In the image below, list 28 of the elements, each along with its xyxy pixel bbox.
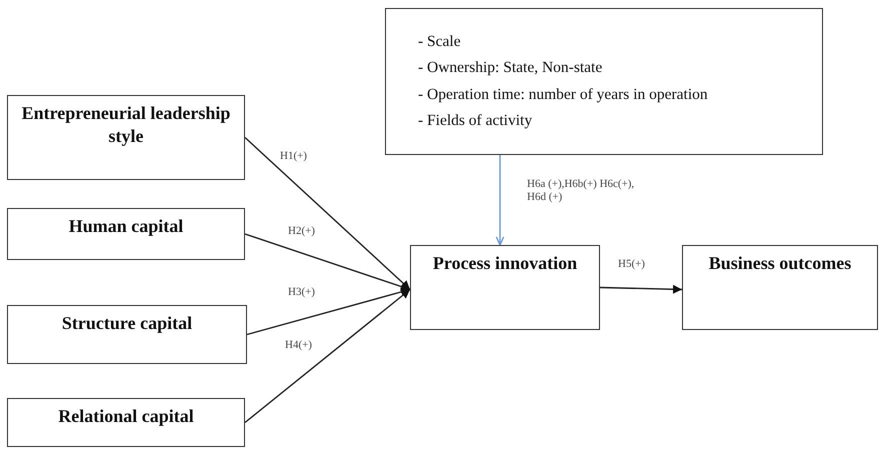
construct-box — [7, 95, 245, 180]
moderator-box — [385, 8, 823, 155]
construct-box — [682, 245, 878, 330]
construct-box — [7, 305, 247, 364]
edge-label: H5(+) — [618, 258, 645, 272]
box-label: Human capital — [68, 215, 184, 238]
box-label: Relational capital — [58, 405, 194, 428]
edge-label: H1(+) — [280, 150, 307, 164]
arrow — [244, 233, 410, 291]
arrow — [246, 288, 410, 336]
list-item: - Fields of activity — [418, 110, 532, 131]
arrow — [244, 288, 410, 424]
edge-label: H4(+) — [285, 339, 312, 352]
list-item: - Operation time: number of years in operation — [418, 84, 708, 104]
box-label: Business outcomes — [708, 252, 852, 275]
edge-label: H3(+) — [288, 286, 315, 300]
edge-label: H2(+) — [288, 225, 315, 238]
construct-box — [7, 398, 245, 447]
construct-box — [410, 245, 600, 330]
box-label: Structure capital — [62, 312, 192, 335]
construct-box — [7, 208, 245, 260]
box-label: Process innovation — [432, 252, 578, 275]
arrow — [600, 284, 682, 294]
arrow — [496, 155, 504, 246]
list-item: - Ownership: State, Non-state — [418, 58, 602, 78]
arrow — [244, 136, 410, 290]
box-label: Entrepreneurial leadership style — [20, 102, 232, 148]
list-item: - Scale — [418, 32, 461, 52]
